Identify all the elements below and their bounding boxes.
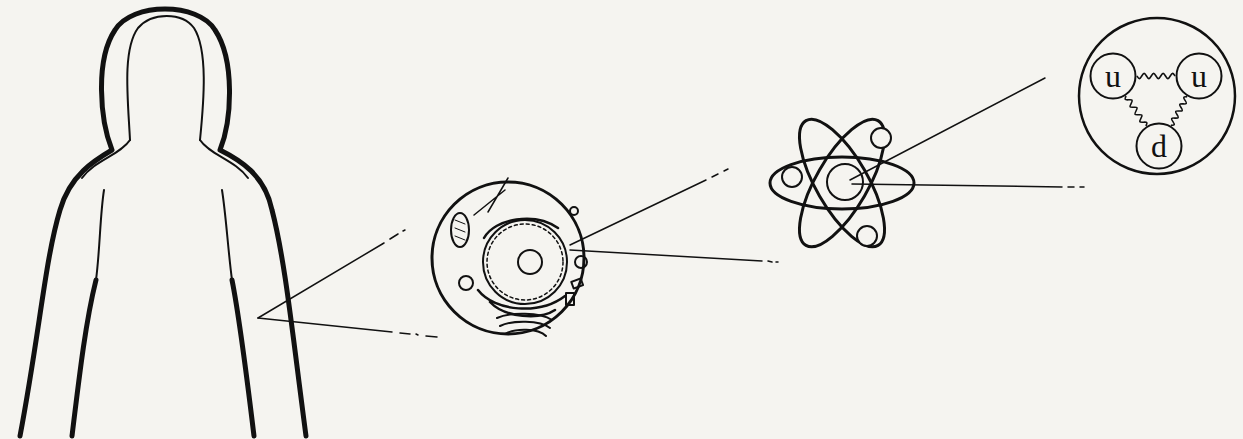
quark-label: u xyxy=(1105,60,1121,92)
cell-membrane xyxy=(432,182,584,334)
vesicle xyxy=(575,256,587,268)
quark-outline xyxy=(1091,54,1136,99)
zoom-line xyxy=(258,230,405,318)
cell-nucleus xyxy=(483,220,567,304)
atom-nucleus xyxy=(827,164,863,200)
gluon-line xyxy=(1137,73,1175,78)
nucleolus xyxy=(518,250,542,274)
silhouette-outline xyxy=(20,9,306,436)
zoom-line xyxy=(570,250,778,262)
zoom-line xyxy=(258,318,437,337)
electron-orbit xyxy=(770,157,914,209)
centriole xyxy=(474,178,508,215)
quark-label: u xyxy=(1191,60,1207,92)
mitochondrion xyxy=(451,213,469,247)
electron xyxy=(857,226,877,246)
lysosome xyxy=(571,278,583,288)
vesicle xyxy=(459,276,473,290)
quark-circle: u xyxy=(1175,52,1223,100)
endoplasmic-reticulum xyxy=(478,219,565,316)
vesicle xyxy=(570,207,578,215)
silhouette-head xyxy=(127,16,204,140)
lysosome xyxy=(566,293,574,305)
proton-outline xyxy=(1079,18,1235,174)
quark-circle: u xyxy=(1089,52,1137,100)
electron xyxy=(782,167,802,187)
nucleus-pore-ring xyxy=(487,224,563,300)
zoom-line xyxy=(570,169,728,245)
quark-outline xyxy=(1177,54,1222,99)
quark-outline xyxy=(1137,124,1182,169)
quark-label: d xyxy=(1151,130,1167,162)
zoom-line xyxy=(852,184,1084,187)
silhouette-torso xyxy=(96,190,232,280)
gluon-line xyxy=(1171,97,1187,125)
gluon-line xyxy=(1125,96,1147,126)
quark-circle: d xyxy=(1135,122,1183,170)
electron xyxy=(871,128,891,148)
silhouette-arm xyxy=(72,280,254,436)
golgi-apparatus xyxy=(497,314,552,336)
silhouette-shoulders xyxy=(82,140,248,178)
zoom-line xyxy=(850,78,1045,180)
mitochondrion-cristae xyxy=(455,220,465,240)
